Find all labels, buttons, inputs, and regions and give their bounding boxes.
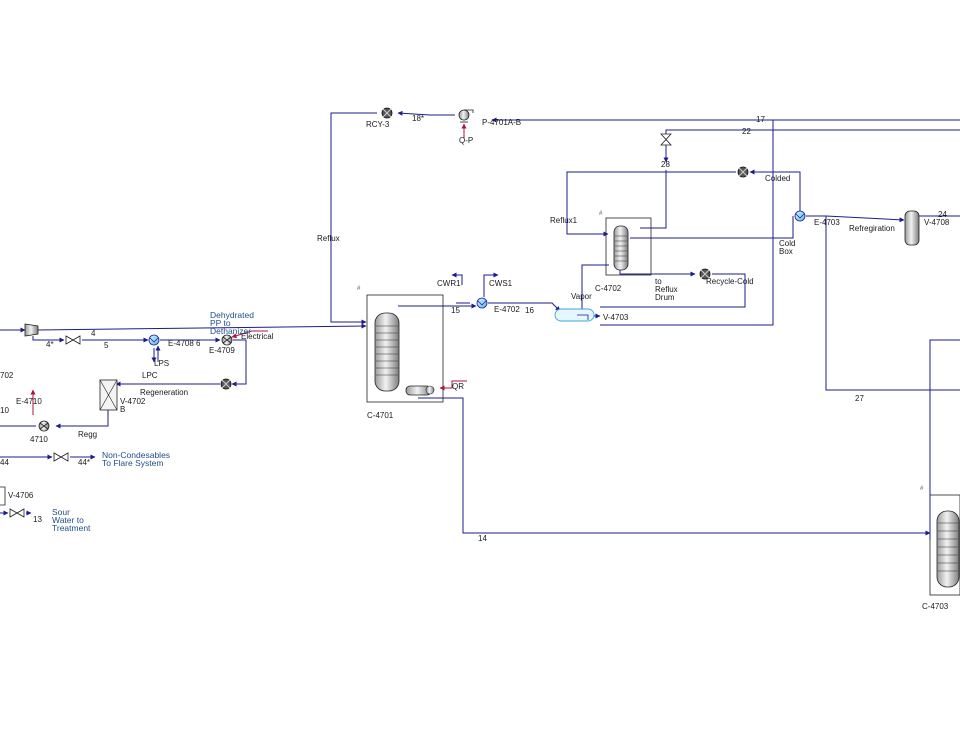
- stream-reflux1-label: Reflux1: [550, 216, 578, 225]
- stream-reflux-label: Reflux: [317, 234, 340, 243]
- rcy-3-recycle-block[interactable]: [381, 107, 393, 119]
- heater-4710-label: 4710: [30, 435, 48, 444]
- stream-18-label: 18*: [412, 114, 424, 123]
- feed-separator-icon[interactable]: [24, 323, 39, 337]
- stream-vapor-label: Vapor: [571, 292, 592, 301]
- energy-stream-electrical[interactable]: [231, 330, 268, 339]
- column-c-4702-label: C-4702: [595, 284, 622, 293]
- exchanger-e-4702-label: E-4702: [494, 305, 520, 314]
- recycle-cold-label: Recycle-Cold: [706, 277, 754, 286]
- rcy-3-label: RCY-3: [366, 120, 390, 129]
- exchanger-e-4708-label: E-4708: [168, 339, 194, 348]
- exchanger-e-4702-icon[interactable]: [476, 297, 488, 309]
- feed-train-streams[interactable]: [0, 323, 367, 516]
- vessel-v-4706-label: V-4706: [8, 491, 34, 500]
- regeneration-recycle-block[interactable]: [220, 378, 232, 390]
- pump-p-4701-icon[interactable]: [458, 109, 474, 123]
- column-c-4703-label: C-4703: [922, 602, 949, 611]
- stream-14-label: 14: [478, 534, 487, 543]
- stream-refrigeration-label: Refregiration: [849, 224, 895, 233]
- exchanger-e-4708-icon[interactable]: [148, 334, 160, 346]
- recycle-cold-block[interactable]: [699, 268, 711, 280]
- stream-17-label: 17: [756, 115, 765, 124]
- stream-regeneration-label: Regeneration: [140, 388, 188, 397]
- recycle-loop-streams[interactable]: [330, 110, 960, 326]
- drum-v-4703-label: V-4703: [603, 313, 629, 322]
- stream-14-line[interactable]: [418, 397, 931, 536]
- column-c-4703[interactable]: [929, 494, 960, 596]
- stream-28-label: 28: [661, 160, 670, 169]
- exchanger-e-4703-icon[interactable]: [794, 210, 806, 222]
- stream-24-label: 24: [938, 210, 947, 219]
- stream-4-label: 4: [91, 329, 96, 338]
- stream-13-label: 13: [33, 515, 42, 524]
- valve-44-icon[interactable]: [53, 452, 69, 462]
- c-4703-flag: #: [920, 486, 924, 492]
- stream-10-label: 10: [0, 406, 9, 415]
- c-4703-feed-line[interactable]: [929, 339, 960, 540]
- stream-cws1-label: CWS1: [489, 279, 513, 288]
- vessel-v-4708[interactable]: [904, 210, 920, 246]
- pump-p-4701-label: P-4701A-B: [482, 118, 521, 127]
- stream-44star-label: 44*: [78, 458, 90, 467]
- colded-recycle-block[interactable]: [737, 166, 749, 178]
- vessel-v-4706[interactable]: [0, 486, 6, 506]
- valve-22-icon[interactable]: [660, 133, 672, 146]
- heater-4710-icon[interactable]: [38, 420, 50, 432]
- column-c-4701-label: C-4701: [367, 411, 394, 420]
- stream-702-label: 702: [0, 371, 14, 380]
- energy-q-p-label: Q-P: [459, 136, 473, 145]
- stream-15-label: 15: [451, 306, 460, 315]
- stream-lpc-label: LPC: [142, 371, 158, 380]
- heater-e-4709-label: E-4709: [209, 346, 235, 355]
- stream-colded-label: Colded: [765, 174, 790, 183]
- drum-v-4703[interactable]: [554, 308, 595, 322]
- energy-stream-qr[interactable]: [439, 380, 467, 391]
- c-4701-flag: #: [357, 286, 361, 292]
- exchanger-e-4703-label: E-4703: [814, 218, 840, 227]
- heater-e-4709-icon[interactable]: [221, 334, 233, 346]
- stream-6-label: 6: [196, 339, 201, 348]
- stream-regg-label: Regg: [78, 430, 97, 439]
- stream-22-label: 22: [742, 127, 751, 136]
- vessel-v-4708-label: V-4708: [924, 218, 950, 227]
- column-c-4702[interactable]: [605, 217, 652, 276]
- stream-27-label: 27: [855, 394, 864, 403]
- stream-44-label: 44: [0, 458, 9, 467]
- energy-qr-label: QR: [452, 382, 464, 391]
- c-4702-flag: #: [599, 211, 603, 217]
- stream-5-label: 5: [104, 341, 109, 350]
- column-c-4701[interactable]: [366, 294, 444, 403]
- stream-lps-label: LPS: [154, 359, 169, 368]
- stream-4star-label: 4*: [46, 340, 54, 349]
- valve-4-icon[interactable]: [65, 335, 81, 345]
- valve-13-icon[interactable]: [9, 508, 25, 518]
- dryer-v-4702b[interactable]: [99, 379, 118, 411]
- energy-electrical-label: Electrical: [241, 332, 274, 341]
- stream-cwr1-label: CWR1: [437, 279, 461, 288]
- cold-section-streams[interactable]: [566, 169, 960, 391]
- energy-e-4710-label: E-4710: [16, 397, 42, 406]
- stream-16-label: 16: [525, 306, 534, 315]
